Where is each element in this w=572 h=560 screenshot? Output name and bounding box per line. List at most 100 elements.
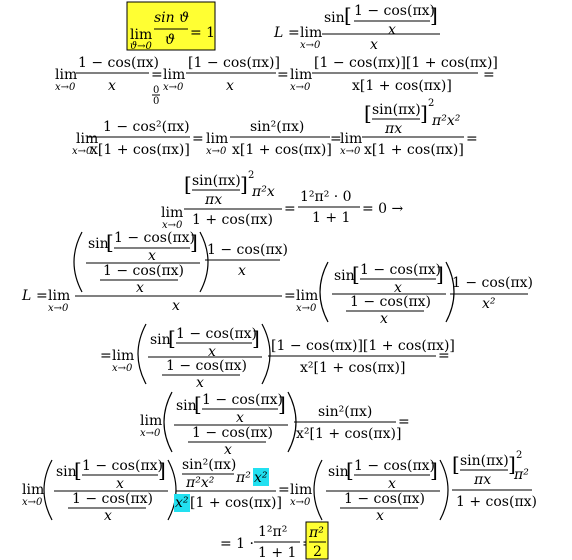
denominator: x[1 + cos(πx)] — [364, 142, 464, 158]
denominator: x — [238, 263, 246, 279]
lim-label: lim — [290, 482, 312, 498]
lim-label: lim — [206, 131, 228, 147]
numerator: [1 − cos(πx)][1 + cos(πx)] — [271, 338, 455, 354]
equals-one: = 1 — [190, 25, 215, 41]
lim-label: lim — [22, 482, 44, 498]
lim-label: lim — [48, 288, 70, 304]
equals: = — [36, 288, 48, 304]
denominator: πx — [473, 472, 491, 488]
numerator: 1 − cos(πx) — [103, 263, 184, 279]
bracket: [ — [346, 458, 354, 482]
bracket: ] — [158, 458, 166, 482]
denominator: x — [148, 248, 156, 264]
lim-sub: x→0 — [290, 82, 311, 93]
numerator: 1 − cos(πx) — [344, 491, 425, 507]
lim-sub: x→0 — [162, 220, 183, 231]
denominator: x — [236, 410, 244, 426]
denominator: x — [136, 280, 144, 296]
lim-label: lim — [296, 288, 318, 304]
bracket: [ — [364, 101, 372, 125]
cyan-highlight-box — [253, 468, 269, 486]
lim-sub: x→0 — [22, 497, 43, 508]
factor: π² — [235, 470, 251, 486]
lim-sub: x→0 — [112, 363, 133, 374]
denominator: x — [370, 37, 378, 53]
bracket: ] — [190, 230, 198, 254]
denominator: [1 + cos(πx)] — [190, 495, 282, 511]
sin: sin — [334, 268, 355, 284]
numerator: sin ϑ — [154, 10, 189, 26]
denominator: x — [388, 22, 396, 38]
bracket: ] — [430, 458, 438, 482]
lim-sub: x→0 — [300, 40, 321, 51]
lim-sub: x→0 — [48, 303, 69, 314]
factor: π² — [513, 467, 529, 483]
numerator: [1 − cos(πx)][1 + cos(πx)] — [314, 55, 498, 71]
bracket: ] — [252, 326, 260, 350]
numerator: sin(πx) — [192, 173, 241, 189]
numerator: 1 − cos(πx) — [176, 326, 257, 342]
denominator: x — [388, 476, 396, 492]
bracket: [ — [352, 262, 360, 286]
denominator: 1 + cos(πx) — [456, 494, 537, 510]
bracket: [ — [194, 392, 202, 416]
lim-label: lim — [290, 67, 312, 83]
numerator: 1 − cos(πx) — [202, 392, 283, 408]
denominator: 1 + 1 — [258, 545, 296, 560]
equals: = — [483, 67, 495, 83]
denominator: x — [226, 78, 234, 94]
denominator: x — [108, 78, 116, 94]
denominator: 1 + cos(πx) — [192, 212, 273, 228]
numerator: 1 − cos(πx) — [166, 358, 247, 374]
denominator: x[1 + cos(πx)] — [232, 142, 332, 158]
numerator: 1 − cos(πx) — [192, 425, 273, 441]
denominator: x — [376, 508, 384, 524]
lim-label: lim — [163, 67, 185, 83]
equals: = — [278, 482, 290, 498]
equals: = — [330, 131, 342, 147]
lim-label: lim — [340, 131, 362, 147]
denominator: x — [196, 375, 204, 391]
lim-sub: x→0 — [206, 146, 227, 157]
denominator: x²[1 + cos(πx)] — [300, 360, 405, 376]
numerator: sin²(πx) — [182, 457, 236, 473]
lim-sub: ϑ→0 — [130, 41, 153, 52]
result-denominator: 2 — [313, 544, 322, 560]
denominator: πx — [384, 121, 402, 137]
equals: = — [151, 67, 163, 83]
denominator: x — [394, 280, 402, 296]
lim-sub: x→0 — [140, 428, 161, 439]
numerator: 1 − cos(πx) — [207, 242, 288, 258]
bracket: [ — [452, 452, 460, 476]
denominator: x — [380, 311, 388, 327]
lim-label: lim — [112, 348, 134, 364]
numerator: sin(πx) — [372, 102, 421, 118]
bracket: [ — [106, 230, 114, 254]
highlighted-denominator: x² — [175, 495, 189, 511]
bracket: [ — [168, 326, 176, 350]
lim-label: lim — [161, 205, 183, 221]
sin: sin — [150, 332, 171, 348]
bracket: [ — [184, 172, 192, 196]
bracket: ] — [240, 172, 248, 196]
denominator: x — [208, 344, 216, 360]
denominator: x — [172, 298, 180, 314]
bracket: [ — [344, 3, 352, 27]
bracket: ] — [278, 392, 286, 416]
numerator: 1 − cos²(πx) — [103, 119, 190, 135]
equals: = — [284, 288, 296, 304]
equals: = — [398, 414, 410, 430]
denominator: ϑ — [165, 32, 175, 48]
numerator: 1 − cos(πx) — [354, 3, 435, 19]
lim-label: lim — [140, 413, 162, 429]
denominator: 1 + 1 — [312, 210, 350, 226]
numerator: 1 − cos(πx) — [452, 275, 533, 291]
sin: sin — [56, 464, 77, 480]
lim-sub: x→0 — [290, 497, 311, 508]
numerator: 1 − cos(πx) — [72, 491, 153, 507]
lim-label: lim — [55, 67, 77, 83]
equals-zero-arrow: = 0 → — [362, 201, 404, 217]
lim-label: lim — [76, 131, 98, 147]
lim-sub: x→0 — [72, 146, 93, 157]
numerator: 1 − cos(πx) — [78, 55, 159, 71]
